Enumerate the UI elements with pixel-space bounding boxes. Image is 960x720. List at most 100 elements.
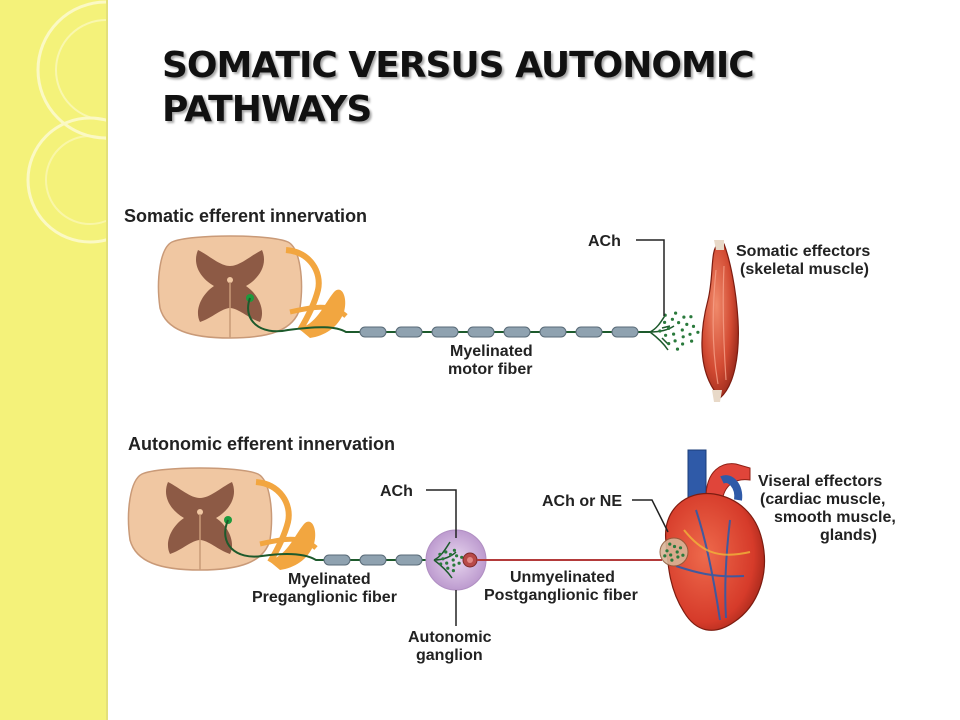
vesicle-dot xyxy=(690,339,694,343)
myelin-segment xyxy=(503,326,531,338)
vesicle-dot xyxy=(672,332,676,336)
myelin-segment xyxy=(611,326,639,338)
vesicle-dot xyxy=(678,546,683,550)
vesicle-dot xyxy=(681,335,685,339)
myelinated-motor-fiber xyxy=(346,326,650,338)
vesicle-dot xyxy=(688,332,692,336)
vesicle-dot xyxy=(696,330,700,334)
vesicle-dot xyxy=(665,549,669,553)
heart-ach-ne-pointer xyxy=(632,499,669,533)
preganglionic-label-line-2: Preganglionic fiber xyxy=(252,589,397,606)
myelin-sheath-segments xyxy=(359,326,639,338)
somatic-spinal-cord xyxy=(157,235,303,339)
vesicle-dot xyxy=(439,562,443,566)
neurotransmitter-vesicles xyxy=(663,542,685,562)
vesicle-dot xyxy=(676,555,680,559)
vesicle-dot xyxy=(691,324,696,328)
heart-neurotransmitter-label: ACh or NE xyxy=(542,493,622,510)
ganglion-ach-label: ACh xyxy=(380,483,413,500)
slide-title-line-2: PATHWAYS xyxy=(162,89,372,130)
vesicle-dot xyxy=(452,563,456,567)
vesicle-dot xyxy=(663,320,667,324)
vesicle-dot xyxy=(444,550,448,554)
vesicle-dot xyxy=(438,552,442,556)
myelin-segment xyxy=(395,326,423,338)
autonomic-preganglionic-neuron xyxy=(224,516,324,561)
vesicle-dot xyxy=(668,542,672,546)
somatic-effector-line-1: Somatic effectors xyxy=(736,243,870,260)
somatic-heading: Somatic efferent innervation xyxy=(124,206,367,226)
somatic-effector-line-2: (skeletal muscle) xyxy=(740,261,869,278)
vesicle-dot xyxy=(682,315,686,319)
vesicle-dot xyxy=(664,333,668,337)
vesicle-dot xyxy=(689,315,693,319)
postganglionic-label-line-1: Unmyelinated xyxy=(510,569,615,586)
slide-title-line-1: SOMATIC VERSUS AUTONOMIC xyxy=(162,45,755,86)
autonomic-heading: Autonomic efferent innervation xyxy=(128,434,395,454)
autonomic-section: Autonomic efferent innervation xyxy=(127,434,896,664)
vesicle-dot xyxy=(663,554,667,558)
preganglionic-label-line-1: Myelinated xyxy=(288,571,371,588)
visceral-effector-line-3: smooth muscle, xyxy=(774,509,896,526)
vesicle-dot xyxy=(455,554,459,558)
somatic-section: Somatic efferent innervation ACh xyxy=(124,206,870,402)
somatic-nerve-root xyxy=(285,247,348,338)
vesicle-dot xyxy=(460,555,464,559)
slide-title: SOMATIC VERSUS AUTONOMIC PATHWAYS xyxy=(162,44,922,132)
pathways-diagram: Somatic efferent innervation ACh xyxy=(124,206,896,664)
vesicle-dot xyxy=(670,558,674,562)
heart xyxy=(659,449,766,631)
myelin-segment xyxy=(323,554,351,566)
vesicle-dot xyxy=(673,339,677,343)
vesicle-dot xyxy=(685,322,689,326)
vesicle-dot xyxy=(445,561,449,565)
autonomic-ganglion xyxy=(425,529,487,591)
ganglion-ach-pointer xyxy=(426,489,457,538)
myelin-segment xyxy=(431,326,459,338)
vesicle-dot xyxy=(670,317,675,321)
somatic-motor-neuron xyxy=(246,294,356,333)
postganglionic-label-line-2: Postganglionic fiber xyxy=(484,587,638,604)
myelin-segment xyxy=(467,326,495,338)
autonomic-nerve-root xyxy=(255,479,318,570)
myelin-segment xyxy=(395,554,423,566)
vesicle-dot xyxy=(680,328,684,332)
myelin-segment xyxy=(359,554,387,566)
myelin-segment xyxy=(359,326,387,338)
decorative-sidebar xyxy=(0,0,108,720)
myelin-segment xyxy=(575,326,603,338)
vesicle-dot xyxy=(667,326,671,330)
vesicle-dot xyxy=(451,569,455,573)
somatic-ach-pointer xyxy=(636,239,665,316)
vesicle-dot xyxy=(457,561,461,565)
ganglion-label-line-1: Autonomic xyxy=(408,629,492,646)
vesicle-dot xyxy=(675,347,680,351)
somatic-fiber-line-1: Myelinated xyxy=(450,343,533,360)
somatic-ach-label: ACh xyxy=(588,233,621,250)
sidebar-circles-decoration xyxy=(26,0,106,244)
autonomic-spinal-cord xyxy=(127,467,273,571)
myelin-segment xyxy=(539,326,567,338)
ach-vesicles xyxy=(438,548,464,573)
vesicle-dot xyxy=(667,342,671,346)
vesicle-dot xyxy=(674,311,678,315)
vesicle-dot xyxy=(658,329,662,333)
vesicle-dot xyxy=(451,558,455,562)
somatic-nerve-ending xyxy=(649,311,700,351)
vesicle-dot xyxy=(669,553,673,557)
visceral-effector-line-4: glands) xyxy=(820,527,877,544)
visceral-effector-line-2: (cardiac muscle, xyxy=(760,491,885,508)
ach-vesicles xyxy=(658,311,700,351)
visceral-effector-line-1: Viseral effectors xyxy=(758,473,882,490)
vesicle-dot xyxy=(441,557,445,561)
skeletal-muscle xyxy=(701,240,739,402)
vesicle-dot xyxy=(452,548,456,552)
vesicle-dot xyxy=(681,553,685,557)
vesicle-dot xyxy=(446,566,450,570)
vesicle-dot xyxy=(675,550,679,554)
vesicle-dot xyxy=(677,321,681,325)
somatic-fiber-line-2: motor fiber xyxy=(448,361,532,378)
vesicle-dot xyxy=(672,544,677,549)
vesicle-dot xyxy=(448,552,453,557)
ganglion-label-line-2: ganglion xyxy=(416,647,483,664)
